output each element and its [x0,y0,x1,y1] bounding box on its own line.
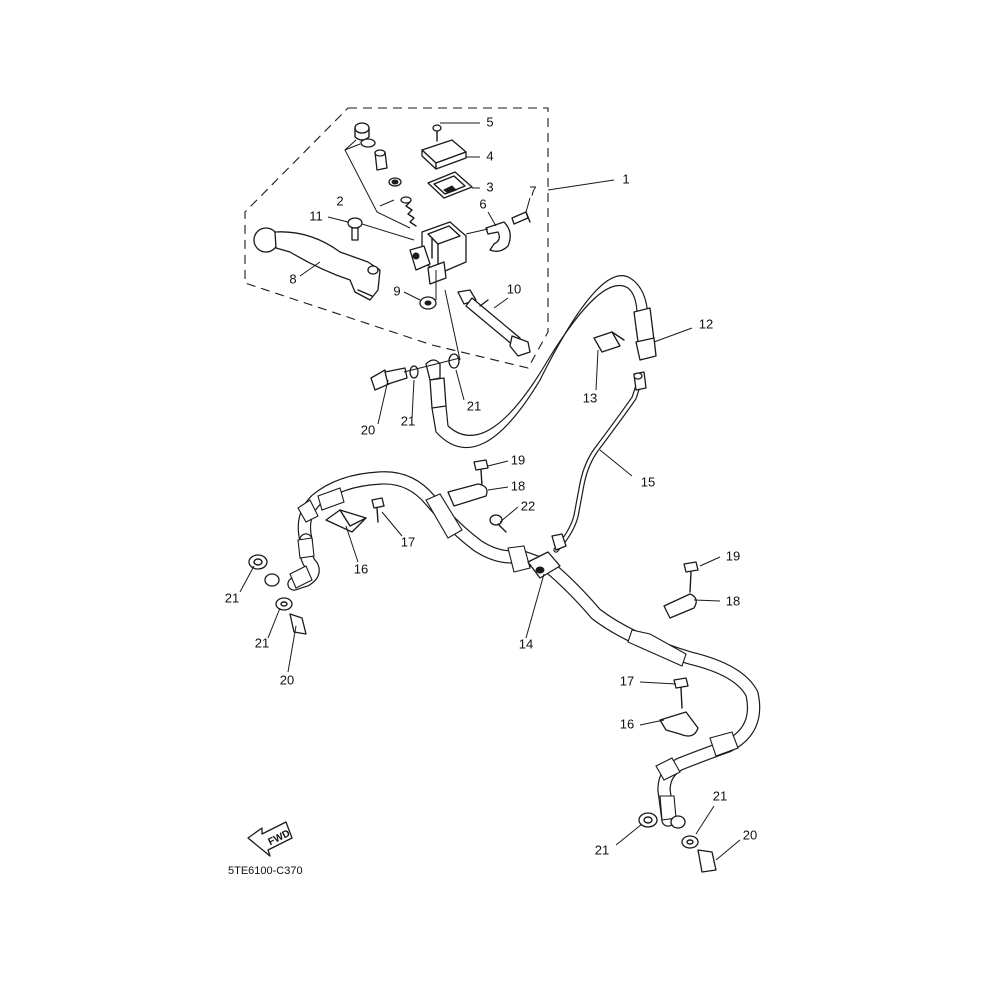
clamp-right [663,561,699,619]
callout-7: 7 [529,183,536,198]
callout-21-left-a: 21 [225,590,239,605]
callout-3: 3 [486,179,493,194]
reservoir-cap [421,139,467,170]
piston-seal [391,179,399,185]
callout-16-left: 16 [354,561,368,576]
clamp-bolt [511,211,531,225]
leader-2 [344,139,411,229]
callout-8: 8 [289,271,296,286]
callout-16-right: 16 [620,716,634,731]
callout-21-right-a: 21 [595,842,609,857]
upper-brake-hose [429,275,657,449]
hose-joint [527,551,561,579]
callout-12: 12 [699,316,713,331]
brake-lever [253,227,381,301]
assembly-boundary [244,107,549,369]
brake-pipe [551,371,647,553]
callout-20-top: 20 [361,422,375,437]
clamp-left [325,497,385,533]
master-cylinder-body [409,221,467,285]
hose-bracket [593,331,625,353]
callout-19-right: 19 [726,548,740,563]
callout-21-right-b: 21 [713,788,727,803]
callout-18-upper: 18 [511,478,525,493]
forward-arrow-icon: FWD [247,821,293,857]
callout-9: 9 [393,283,400,298]
union-bolt-right [638,812,717,873]
hose-armor [289,487,739,821]
callout-14: 14 [519,636,533,651]
bolt-22 [489,514,507,533]
callout-22: 22 [521,498,535,513]
diagram-code: 5TE6100-C370 [228,865,303,877]
callout-19-upper: 19 [511,452,525,467]
callout-2: 2 [336,193,343,208]
union-bolt-top [370,353,461,391]
boot-cap [354,122,370,141]
callout-13: 13 [583,390,597,405]
callout-10: 10 [507,281,521,296]
callout-21-top-b: 21 [467,398,481,413]
callout-20-right: 20 [743,827,757,842]
clamp-upper [447,459,489,507]
callout-17-left: 17 [401,534,415,549]
callout-4: 4 [486,148,493,163]
leader-lines [239,122,741,861]
clamp-holder [465,221,511,252]
callout-18-right: 18 [726,593,740,608]
callout-17-right: 17 [620,673,634,688]
brake-switch [457,289,531,357]
callout-20-left: 20 [280,672,294,687]
circlip [360,138,376,148]
callout-11: 11 [309,208,323,223]
callout-6: 6 [479,196,486,211]
callout-5: 5 [486,114,493,129]
locknut [419,296,437,310]
callout-21-top-a: 21 [401,413,415,428]
screw-5 [432,124,442,142]
pivot-bolt [347,217,415,241]
master-cylinder-group [253,122,531,361]
main-brake-hose [287,471,761,827]
diaphragm [427,171,473,199]
callout-15: 15 [641,474,655,489]
clamp-right-lower [659,677,699,737]
piston [374,149,388,171]
callout-labels: 1 2 3 4 5 6 7 8 9 10 11 12 13 14 15 16 1… [225,114,757,857]
union-bolt-left [248,554,307,635]
callout-21-left-b: 21 [255,635,269,650]
callout-1: 1 [622,171,629,186]
